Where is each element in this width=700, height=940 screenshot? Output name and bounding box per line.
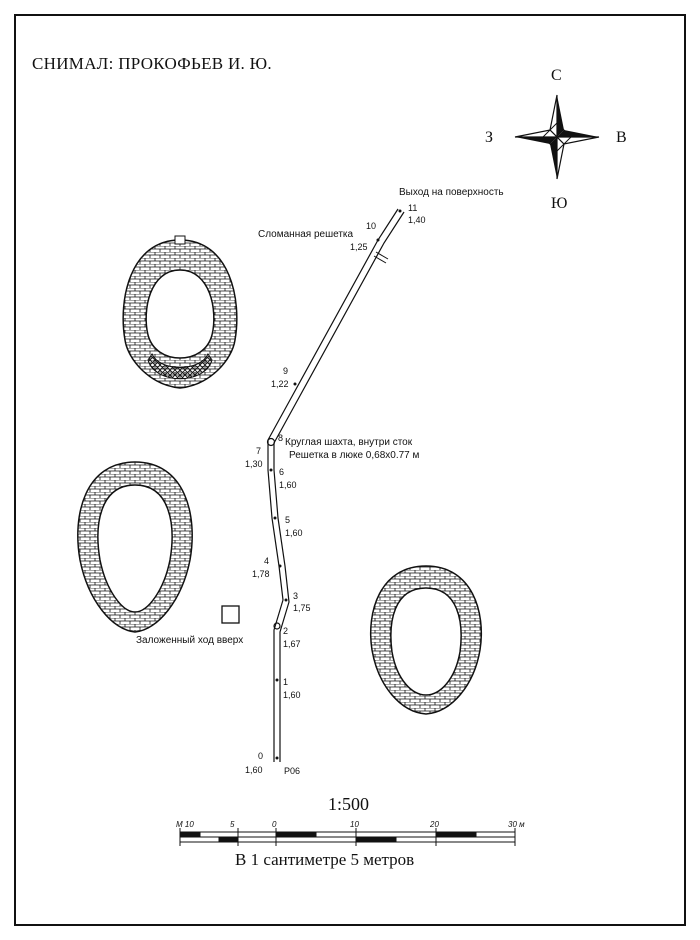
station-depth: 1,25 — [350, 242, 368, 252]
scale-tick-label: 0 — [272, 820, 277, 829]
compass-west-label: З — [485, 129, 494, 146]
survey-station-dots — [266, 209, 402, 760]
scale-ratio: 1:500 — [328, 794, 370, 814]
station-id: 9 — [283, 366, 289, 376]
station-id: 5 — [285, 515, 291, 525]
compass-east-label: В — [616, 129, 627, 146]
station-depth: 1,22 — [271, 379, 289, 389]
cross-section-arched — [122, 235, 238, 389]
broken-grate-icon — [373, 251, 389, 264]
map-frame — [14, 14, 686, 926]
cross-section-egg-left — [77, 461, 193, 633]
station-id: 6 — [279, 467, 285, 477]
station-id: 7 — [256, 446, 262, 456]
scale-tick-label: 5 — [230, 820, 235, 829]
station-depth: 1,40 — [408, 215, 426, 225]
station-depth: 1,60 — [245, 765, 263, 775]
hatch-grate-label: Решетка в люке 0,68х0.77 м — [289, 450, 420, 461]
station-depth: 1,67 — [283, 639, 301, 649]
round-shaft-label: Круглая шахта, внутри сток — [285, 437, 413, 448]
scale-bar — [179, 828, 516, 846]
scale-tick-label: 30 м — [508, 820, 525, 829]
station-depth: 1,60 — [283, 690, 301, 700]
station-id: 1 — [283, 677, 289, 687]
scale-tick-label: 20 — [430, 820, 439, 829]
station-depth: 1,75 — [293, 603, 311, 613]
blocked-passage-icon — [221, 605, 240, 624]
station-id: 3 — [293, 591, 299, 601]
station-id: 8 — [278, 433, 284, 443]
cross-section-egg-right — [369, 565, 483, 715]
compass-north-label: С — [551, 67, 562, 84]
station-id: 11 — [408, 203, 418, 213]
compass-south-label: Ю — [551, 195, 568, 212]
scale-tick-label: 10 — [350, 820, 359, 829]
station-id: 2 — [283, 626, 289, 636]
station-id: 4 — [264, 556, 270, 566]
blocked-passage-label: Заложенный ход вверх — [136, 635, 244, 646]
station-depth: 1,78 — [252, 569, 270, 579]
surveyor-credit: СНИМАЛ: ПРОКОФЬЕВ И. Ю. — [32, 54, 272, 73]
station-id: 0 — [258, 751, 264, 761]
exit-label: Выход на поверхность — [399, 187, 504, 198]
tunnel-plan — [267, 208, 405, 762]
compass-rose-icon — [514, 94, 600, 180]
station-depth: 1,30 — [245, 459, 263, 469]
benchmark-label: Р06 — [284, 766, 301, 776]
station-id: 10 — [366, 221, 377, 231]
broken-grate-label: Сломанная решетка — [258, 229, 354, 240]
scale-caption: В 1 сантиметре 5 метров — [235, 850, 415, 869]
station-depth: 1,60 — [285, 528, 303, 538]
station-depth: 1,60 — [279, 480, 297, 490]
scale-tick-label: М 10 — [176, 820, 194, 829]
